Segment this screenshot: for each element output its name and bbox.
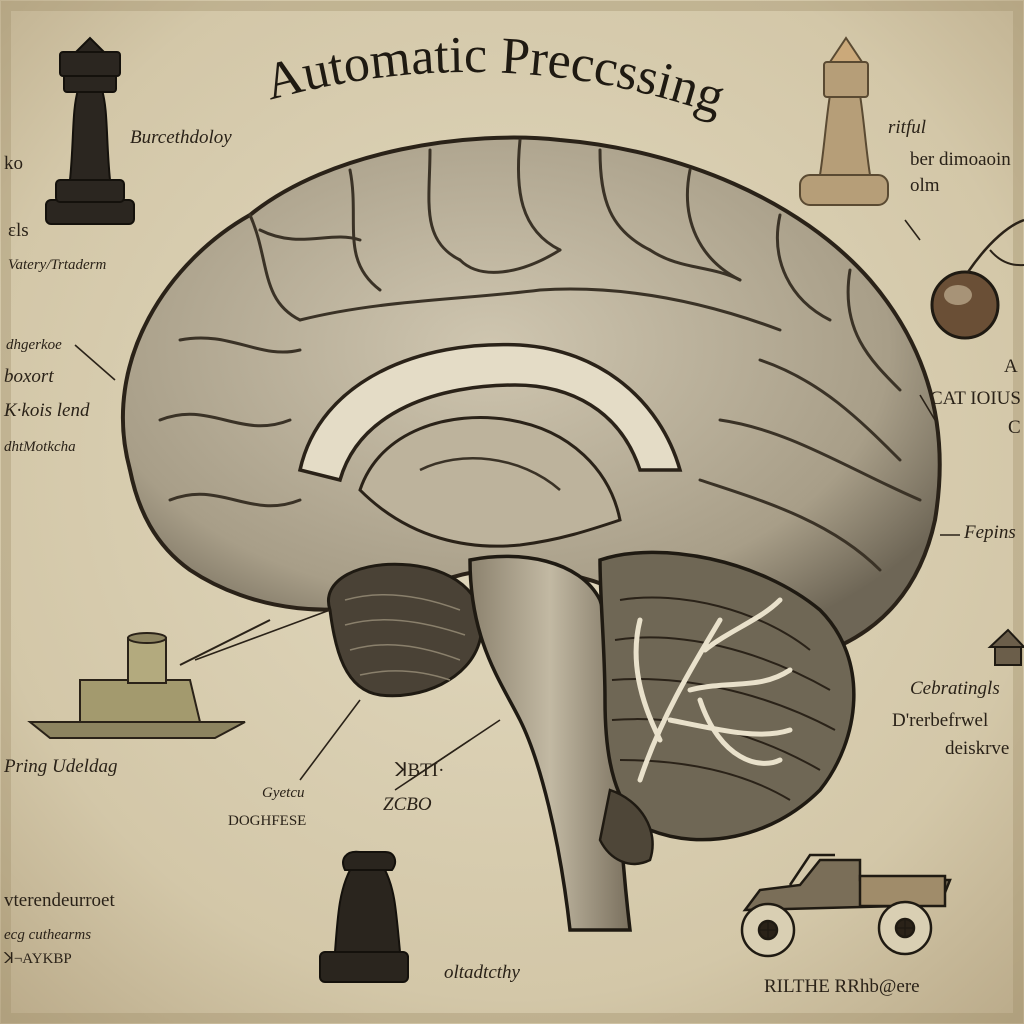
cerebellum-folia: [611, 596, 836, 801]
brainstem: [468, 554, 632, 932]
label-bottom-center: oltadtcthy: [444, 962, 520, 983]
chess-piece-icon: [319, 850, 409, 983]
label-right-block-1: Cebratingls: [910, 678, 1000, 699]
label-bottom-right: RILTHE RRhb@ere: [764, 976, 920, 997]
gyri-lines: [158, 138, 922, 572]
small-house-icon: [987, 628, 1024, 666]
label-left-block-4: dhtMotkcha: [4, 439, 76, 455]
label-right-block-2: D'rerbefrwel: [892, 710, 989, 731]
label-left-els: ɛls: [8, 220, 29, 241]
label-right-block-3: deiskrve: [945, 738, 1010, 759]
label-right-cat: CAT IOIUS E: [930, 388, 1024, 409]
label-right-a: A: [1004, 356, 1018, 377]
label-top-right-1: ritful: [888, 117, 927, 138]
label-top-left-chess: Burcethdoloy: [130, 127, 232, 148]
label-ship: Pring Udeldag: [4, 756, 118, 777]
label-pons-2: DOGHFESE: [228, 813, 307, 829]
rook-chess-icon: [799, 36, 889, 206]
label-pons-1: Gyetcu: [262, 785, 305, 801]
label-left-block-1: dhgerkoe: [6, 337, 62, 353]
corpus-callosum: [297, 342, 683, 483]
label-right-fepi: Fepins: [964, 522, 1016, 543]
label-bottom-left-3: ꓘ¬AYKBP: [4, 951, 72, 967]
arbor-vitae: [633, 597, 793, 783]
label-stem-2: ZCBO: [383, 794, 432, 815]
label-right-c: C: [1008, 417, 1021, 438]
label-left-block-2: boxort: [4, 366, 54, 387]
label-top-right-3: olm: [910, 175, 940, 196]
label-bottom-left-1: vterendeurroet: [4, 890, 115, 911]
vintage-car-icon: [740, 853, 952, 958]
thalamus: [358, 416, 622, 548]
label-bottom-left-2: ecg cuthearms: [4, 927, 92, 943]
label-top-right-2: ber dimoaoin: [910, 149, 1011, 170]
label-stem-1: ꓘBTI·: [395, 760, 445, 781]
leader-lines: [74, 219, 960, 791]
label-left-block-3: K·kois lend: [4, 400, 90, 421]
pons: [327, 562, 484, 698]
label-left-variety: Vatery/Trtaderm: [8, 257, 107, 273]
fruit-icon: [930, 218, 1024, 340]
brain-illustration: [120, 135, 942, 932]
cerebellum: [598, 550, 856, 842]
label-left-edge-top: ko: [4, 153, 23, 174]
steamship-icon: [27, 619, 271, 739]
queen-chess-icon: [45, 36, 135, 225]
